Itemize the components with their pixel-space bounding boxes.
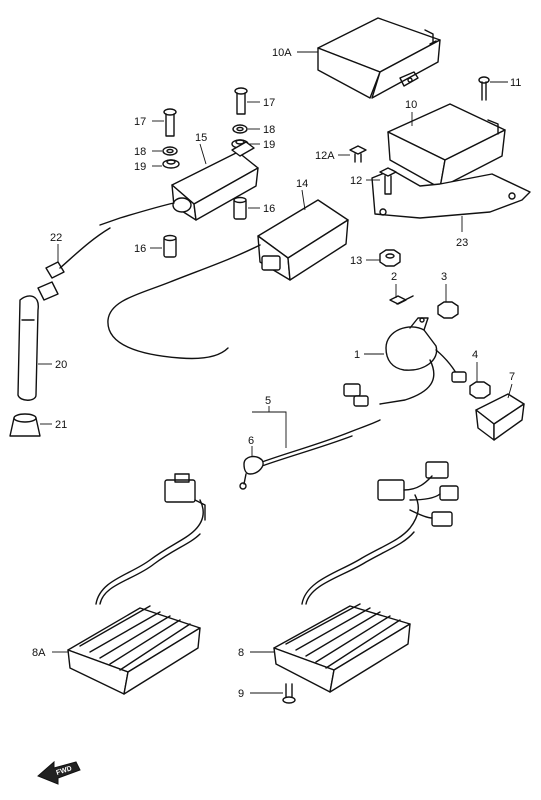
callout-11: 11 — [510, 77, 521, 89]
ignition-coil-14 — [107, 199, 349, 360]
callout-19-left: 19 — [134, 161, 146, 173]
igniter-unit-10 — [387, 103, 506, 189]
callout-23: 23 — [456, 237, 468, 249]
leader-7 — [507, 383, 513, 399]
bolt-12 — [379, 167, 397, 195]
callout-10a: 10A — [272, 47, 292, 59]
bolt-17-right — [234, 87, 248, 115]
callout-16-upper: 16 — [263, 203, 275, 215]
callout-3: 3 — [441, 271, 447, 283]
ground-lead-5 — [239, 419, 381, 490]
callout-5: 5 — [265, 395, 271, 407]
spacer-16-upper — [233, 196, 247, 220]
callout-17-left: 17 — [134, 116, 146, 128]
regulator-8 — [273, 461, 459, 693]
callout-4: 4 — [472, 349, 478, 361]
nut-4 — [469, 381, 491, 399]
regulator-8a — [67, 473, 206, 695]
screw-12a — [349, 145, 367, 163]
callout-17-right: 17 — [263, 97, 275, 109]
bracket-leader-5 — [252, 411, 287, 448]
cap-7 — [475, 393, 525, 441]
callout-2: 2 — [391, 271, 397, 283]
bracket-23 — [371, 169, 531, 219]
callout-18-right: 18 — [263, 124, 275, 136]
spacer-16-lower — [163, 234, 177, 258]
forward-label: FWD — [55, 765, 72, 777]
bolt-2 — [389, 295, 414, 305]
leader-15 — [199, 143, 207, 165]
callout-22: 22 — [50, 232, 62, 244]
screw-11 — [478, 76, 490, 101]
nut-13 — [379, 249, 401, 267]
callout-12a: 12A — [315, 150, 335, 162]
callout-13: 13 — [350, 255, 362, 267]
callout-14: 14 — [296, 178, 308, 190]
igniter-unit-10a — [317, 17, 441, 99]
callout-12: 12 — [350, 175, 362, 187]
screw-9 — [282, 683, 296, 704]
bolt-17-left — [163, 108, 177, 137]
forward-arrow-icon: FWD — [37, 760, 81, 785]
callout-19-right: 19 — [263, 139, 275, 151]
ignition-coil-15 — [99, 141, 259, 226]
lead-sleeve-20 — [17, 295, 39, 401]
callout-6: 6 — [248, 435, 254, 447]
grommet-19-left — [162, 159, 180, 169]
washer-18-left — [162, 146, 178, 156]
washer-18-right — [232, 124, 248, 134]
callout-18-left: 18 — [134, 146, 146, 158]
callout-7: 7 — [509, 371, 515, 383]
callout-9: 9 — [238, 688, 244, 700]
callout-10: 10 — [405, 99, 417, 111]
callout-1: 1 — [354, 349, 360, 361]
callout-15: 15 — [195, 132, 207, 144]
callout-21: 21 — [55, 419, 67, 431]
callout-16-lower: 16 — [134, 243, 146, 255]
plug-cap-22 — [37, 227, 111, 301]
leader-14 — [301, 189, 306, 211]
callout-8a: 8A — [32, 647, 46, 659]
nut-3 — [437, 301, 459, 319]
sensor-1 — [343, 317, 467, 407]
callout-8: 8 — [238, 647, 244, 659]
callout-20: 20 — [55, 359, 67, 371]
boot-21 — [9, 413, 41, 437]
